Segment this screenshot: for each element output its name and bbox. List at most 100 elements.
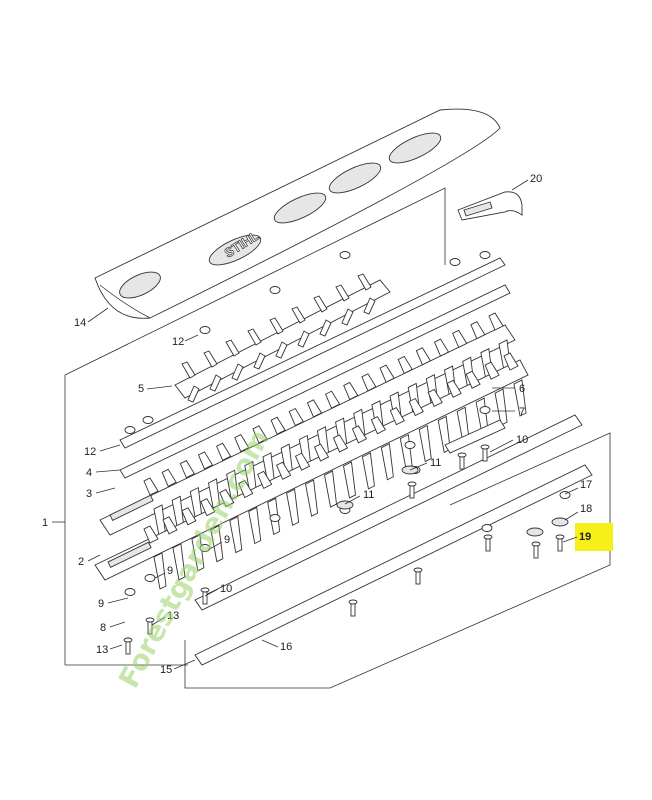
- label-11a[interactable]: 11: [430, 457, 441, 469]
- washer: [336, 500, 354, 510]
- label-18[interactable]: 18: [580, 503, 592, 515]
- blade-tooth: [305, 479, 319, 517]
- label-13b[interactable]: 13: [96, 644, 108, 656]
- screw-head: [483, 534, 493, 540]
- screw-head: [200, 587, 210, 593]
- label-8[interactable]: 8: [100, 622, 106, 634]
- nut: [269, 286, 281, 294]
- drive-spike: [291, 306, 310, 348]
- blade-tooth: [219, 488, 235, 508]
- blade-tooth: [161, 468, 177, 487]
- label-9c[interactable]: 9: [224, 534, 230, 546]
- blade-tooth: [294, 452, 311, 471]
- blade-tooth: [380, 443, 394, 481]
- nut: [404, 441, 416, 449]
- drive-spike: [203, 350, 222, 392]
- blade-tooth: [351, 425, 368, 444]
- blade-tooth: [276, 461, 292, 480]
- label-19[interactable]: 19: [579, 531, 591, 543]
- screw-head: [413, 567, 423, 573]
- drive-spike: [225, 339, 244, 381]
- label-12a[interactable]: 12: [172, 336, 184, 348]
- blade-tooth: [270, 416, 286, 435]
- washer: [551, 517, 569, 527]
- blade-tooth: [191, 534, 205, 572]
- highlight-19: [575, 523, 613, 551]
- blade-tooth: [200, 498, 216, 517]
- label-12b[interactable]: 12: [84, 446, 96, 458]
- blade-tooth: [172, 543, 186, 581]
- label-20[interactable]: 20: [530, 173, 542, 185]
- screw-head: [407, 481, 417, 487]
- blade-tooth: [324, 470, 338, 508]
- label-9a[interactable]: 9: [98, 598, 104, 610]
- nut: [199, 544, 211, 552]
- nut: [479, 251, 491, 259]
- label-11b[interactable]: 11: [363, 489, 374, 501]
- label-1[interactable]: 1: [42, 517, 48, 529]
- label-10a[interactable]: 10: [516, 434, 528, 446]
- blade-tooth: [427, 388, 443, 408]
- label-10b[interactable]: 10: [220, 583, 232, 595]
- blade-tooth: [408, 397, 424, 417]
- blade-tooth: [162, 516, 178, 535]
- plate-7[interactable]: [444, 419, 506, 454]
- blade-tooth: [248, 506, 262, 545]
- cutter-blade-2[interactable]: [94, 352, 529, 590]
- blade-tooth: [313, 443, 330, 462]
- screw-head: [531, 541, 541, 547]
- nut: [144, 574, 156, 582]
- blade-tooth: [503, 352, 519, 371]
- bar-15[interactable]: [194, 414, 583, 611]
- strip-12[interactable]: [119, 257, 506, 449]
- blade-tooth: [238, 479, 254, 499]
- blade-tooth: [513, 379, 527, 417]
- blade-tooth: [389, 407, 405, 426]
- blade-tooth: [415, 347, 432, 366]
- blade-tooth: [488, 312, 504, 331]
- label-4[interactable]: 4: [86, 467, 92, 479]
- label-17[interactable]: 17: [580, 479, 592, 491]
- washer: [526, 527, 544, 537]
- nut: [199, 326, 211, 334]
- label-3[interactable]: 3: [86, 488, 92, 500]
- blade-tooth: [229, 515, 243, 554]
- label-5[interactable]: 5: [138, 383, 144, 395]
- blade-tooth: [288, 407, 304, 427]
- label-14[interactable]: 14: [74, 317, 86, 329]
- blade-tooth: [470, 321, 486, 340]
- label-6[interactable]: 6: [519, 383, 525, 395]
- blade-tooth: [399, 433, 413, 472]
- blade-tooth: [379, 364, 395, 383]
- blade-drive-5[interactable]: [174, 273, 391, 403]
- nut: [479, 406, 491, 414]
- blade-tooth: [153, 552, 167, 590]
- label-7[interactable]: 7: [519, 406, 525, 418]
- nut: [339, 251, 351, 259]
- blade-cover-14[interactable]: STIHL: [94, 108, 501, 319]
- screw-head: [348, 599, 358, 605]
- drive-spike: [269, 317, 288, 359]
- blade-tooth: [370, 416, 387, 435]
- blade-tooth: [197, 451, 214, 470]
- clip-20[interactable]: [457, 191, 523, 221]
- label-2[interactable]: 2: [78, 556, 84, 568]
- strip-4[interactable]: [119, 284, 511, 479]
- label-9b[interactable]: 9: [167, 565, 173, 577]
- screw-head: [123, 637, 133, 643]
- blade-tooth: [452, 329, 468, 348]
- blade-tooth: [397, 355, 413, 375]
- blade-tooth: [433, 338, 450, 357]
- label-13a[interactable]: 13: [167, 610, 179, 622]
- blade-tooth: [484, 361, 500, 380]
- drive-spike: [181, 361, 200, 403]
- blade-tooth: [324, 390, 341, 409]
- bar-16[interactable]: [194, 464, 593, 666]
- label-16[interactable]: 16: [280, 641, 292, 653]
- assembly-frame-15: [184, 432, 611, 689]
- blade-tooth: [143, 477, 159, 496]
- screw-head: [480, 444, 490, 450]
- label-15[interactable]: 15: [160, 664, 172, 676]
- hardware-group: [123, 251, 571, 655]
